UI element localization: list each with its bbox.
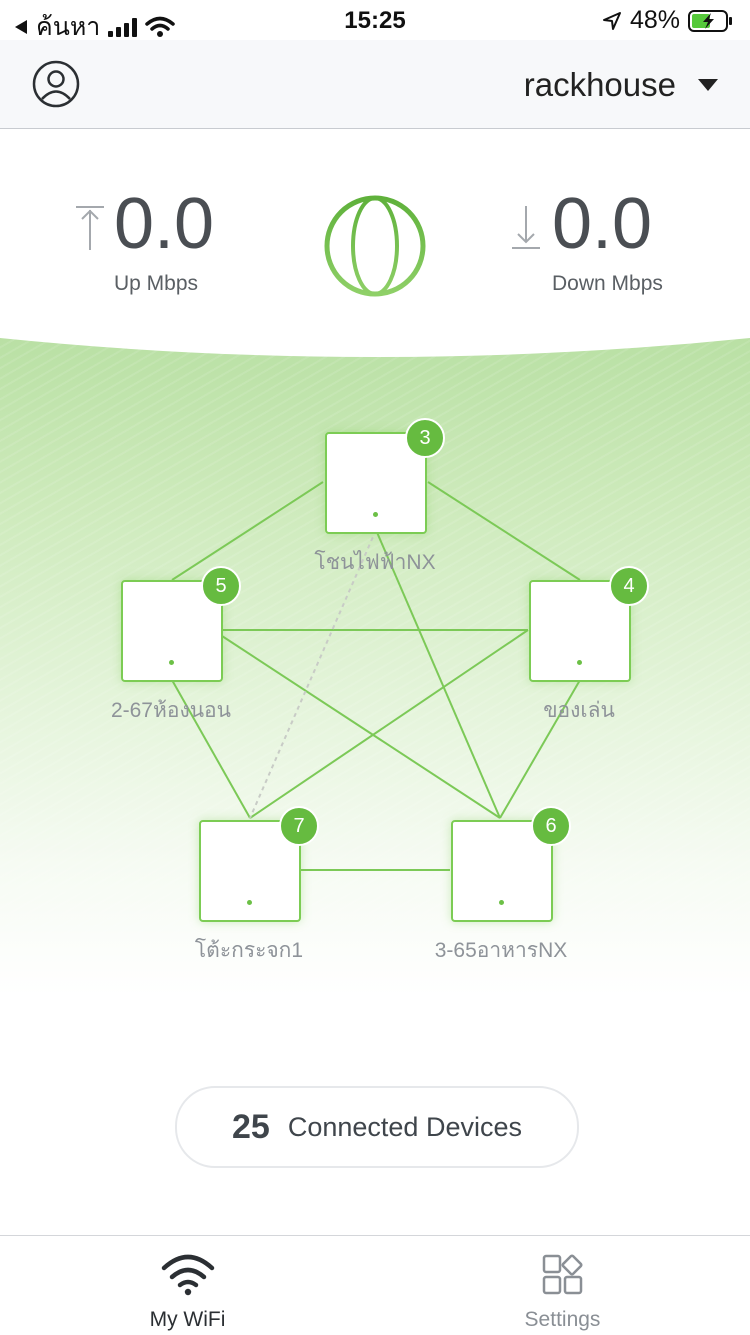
battery-percent: 48% bbox=[629, 6, 680, 34]
download-unit: Down Mbps bbox=[552, 272, 663, 295]
globe-icon bbox=[324, 195, 426, 297]
upload-speed: 0.0 Up Mbps bbox=[74, 184, 215, 295]
mesh-node[interactable]: 6 3-65อาหารNX bbox=[435, 806, 571, 962]
upload-unit: Up Mbps bbox=[114, 272, 199, 295]
node-device-count: 3 bbox=[405, 418, 445, 458]
mesh-node-box bbox=[451, 820, 553, 922]
mesh-node-box bbox=[325, 432, 427, 534]
link-3-6 bbox=[375, 529, 501, 819]
tab-label: My WiFi bbox=[149, 1308, 226, 1331]
settings-grid-icon bbox=[542, 1254, 583, 1295]
app-header: rackhouse bbox=[0, 40, 750, 129]
node-label: โต้ะกระจก1 bbox=[194, 939, 304, 962]
node-led-icon bbox=[373, 512, 378, 517]
connected-devices-button[interactable]: 25 Connected Devices bbox=[175, 1086, 579, 1168]
node-device-count: 7 bbox=[279, 806, 319, 846]
back-to-app[interactable]: ค้นหา bbox=[14, 7, 176, 47]
node-label: โชนไฟฟ้าNX bbox=[314, 551, 436, 574]
node-device-count: 4 bbox=[609, 566, 649, 606]
location-arrow-icon bbox=[602, 11, 621, 30]
connected-devices-count: 25 bbox=[232, 1107, 270, 1146]
download-arrow-icon bbox=[512, 206, 540, 249]
mesh-node[interactable]: 7 โต้ะกระจก1 bbox=[195, 806, 319, 962]
header-curve bbox=[0, 334, 750, 357]
back-triangle-icon bbox=[15, 20, 27, 34]
status-bar: ค้นหา 15:25 48% bbox=[0, 0, 750, 41]
battery-charging-icon bbox=[688, 9, 732, 32]
download-speed: 0.0 Down Mbps bbox=[512, 184, 663, 295]
upload-arrow-icon bbox=[76, 206, 104, 250]
link-5-7 bbox=[171, 679, 251, 819]
node-device-count: 5 bbox=[201, 566, 241, 606]
node-label: 2-67ห้องนอน bbox=[110, 699, 232, 722]
carrier-label: ค้นหา bbox=[36, 13, 101, 41]
node-led-icon bbox=[169, 660, 174, 665]
mesh-node[interactable]: 3 โชนไฟฟ้าNX bbox=[314, 418, 445, 574]
network-name: rackhouse bbox=[523, 66, 676, 103]
chevron-down-icon bbox=[698, 79, 718, 91]
network-selector[interactable]: rackhouse bbox=[524, 66, 718, 104]
tab-bar: My WiFi Settings bbox=[0, 1235, 750, 1335]
node-device-count: 6 bbox=[531, 806, 571, 846]
tab-label: Settings bbox=[524, 1308, 601, 1331]
node-label: 3-65อาหารNX bbox=[434, 939, 568, 962]
node-led-icon bbox=[577, 660, 582, 665]
link-4-6 bbox=[499, 679, 581, 819]
wifi-status-icon bbox=[145, 16, 176, 37]
signal-icon bbox=[108, 17, 138, 37]
node-led-icon bbox=[247, 900, 252, 905]
tab-my-wifi[interactable]: My WiFi bbox=[0, 1236, 375, 1335]
connected-devices-label: Connected Devices bbox=[287, 1111, 522, 1142]
link-3-5 bbox=[171, 481, 324, 581]
upload-value: 0.0 bbox=[114, 184, 215, 264]
wifi-icon bbox=[161, 1254, 215, 1296]
mesh-node[interactable]: 4 ของเล่น bbox=[529, 566, 649, 722]
clock: 15:25 bbox=[344, 7, 406, 34]
link-3-4 bbox=[427, 481, 581, 581]
mesh-node[interactable]: 5 2-67ห้องนอน bbox=[111, 566, 241, 722]
link-5-6 bbox=[221, 635, 501, 819]
node-led-icon bbox=[499, 900, 504, 905]
link-4-7 bbox=[249, 629, 529, 819]
user-profile-icon[interactable] bbox=[32, 60, 80, 108]
tab-settings[interactable]: Settings bbox=[375, 1236, 750, 1335]
node-label: ของเล่น bbox=[543, 699, 615, 722]
download-value: 0.0 bbox=[552, 184, 653, 264]
